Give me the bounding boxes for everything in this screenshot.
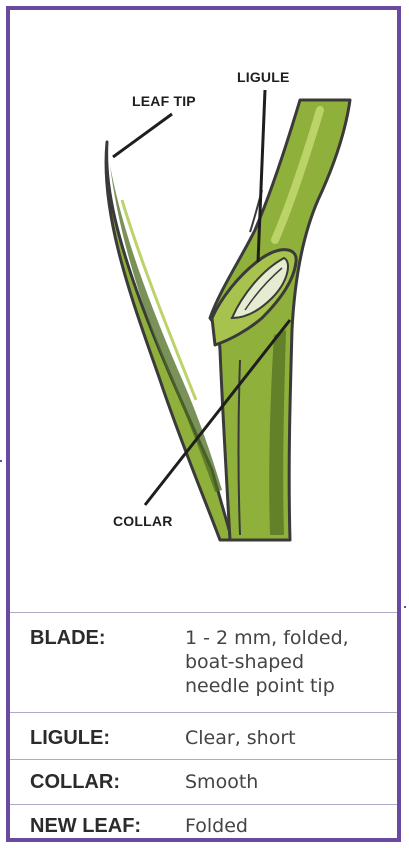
leaf-tip-leader-line xyxy=(113,114,172,157)
attribute-value: Clear, short xyxy=(185,726,296,750)
attribute-value: 1 - 2 mm, folded, boat-shaped needle poi… xyxy=(185,626,349,698)
attribute-row-blade: BLADE: 1 - 2 mm, folded, boat-shaped nee… xyxy=(30,626,390,698)
attribute-label: BLADE: xyxy=(30,626,185,698)
frame-tick xyxy=(404,606,406,608)
ligule-label: LIGULE xyxy=(237,69,290,85)
row-divider xyxy=(10,712,397,713)
attribute-label: LIGULE: xyxy=(30,726,185,750)
attribute-row-new-leaf: NEW LEAF: Folded xyxy=(30,814,390,838)
leaf-tip-label: LEAF TIP xyxy=(132,93,196,109)
row-divider xyxy=(10,804,397,805)
attribute-value: Smooth xyxy=(185,770,258,794)
attribute-row-collar: COLLAR: Smooth xyxy=(30,770,390,794)
grass-leaf-illustration: LEAF TIP LIGULE COLLAR xyxy=(0,0,409,600)
attribute-row-ligule: LIGULE: Clear, short xyxy=(30,726,390,750)
attribute-value: Folded xyxy=(185,814,248,838)
attribute-label: COLLAR: xyxy=(30,770,185,794)
row-divider xyxy=(10,759,397,760)
collar-label: COLLAR xyxy=(113,513,173,529)
section-divider xyxy=(10,612,397,613)
attribute-label: NEW LEAF: xyxy=(30,814,185,838)
